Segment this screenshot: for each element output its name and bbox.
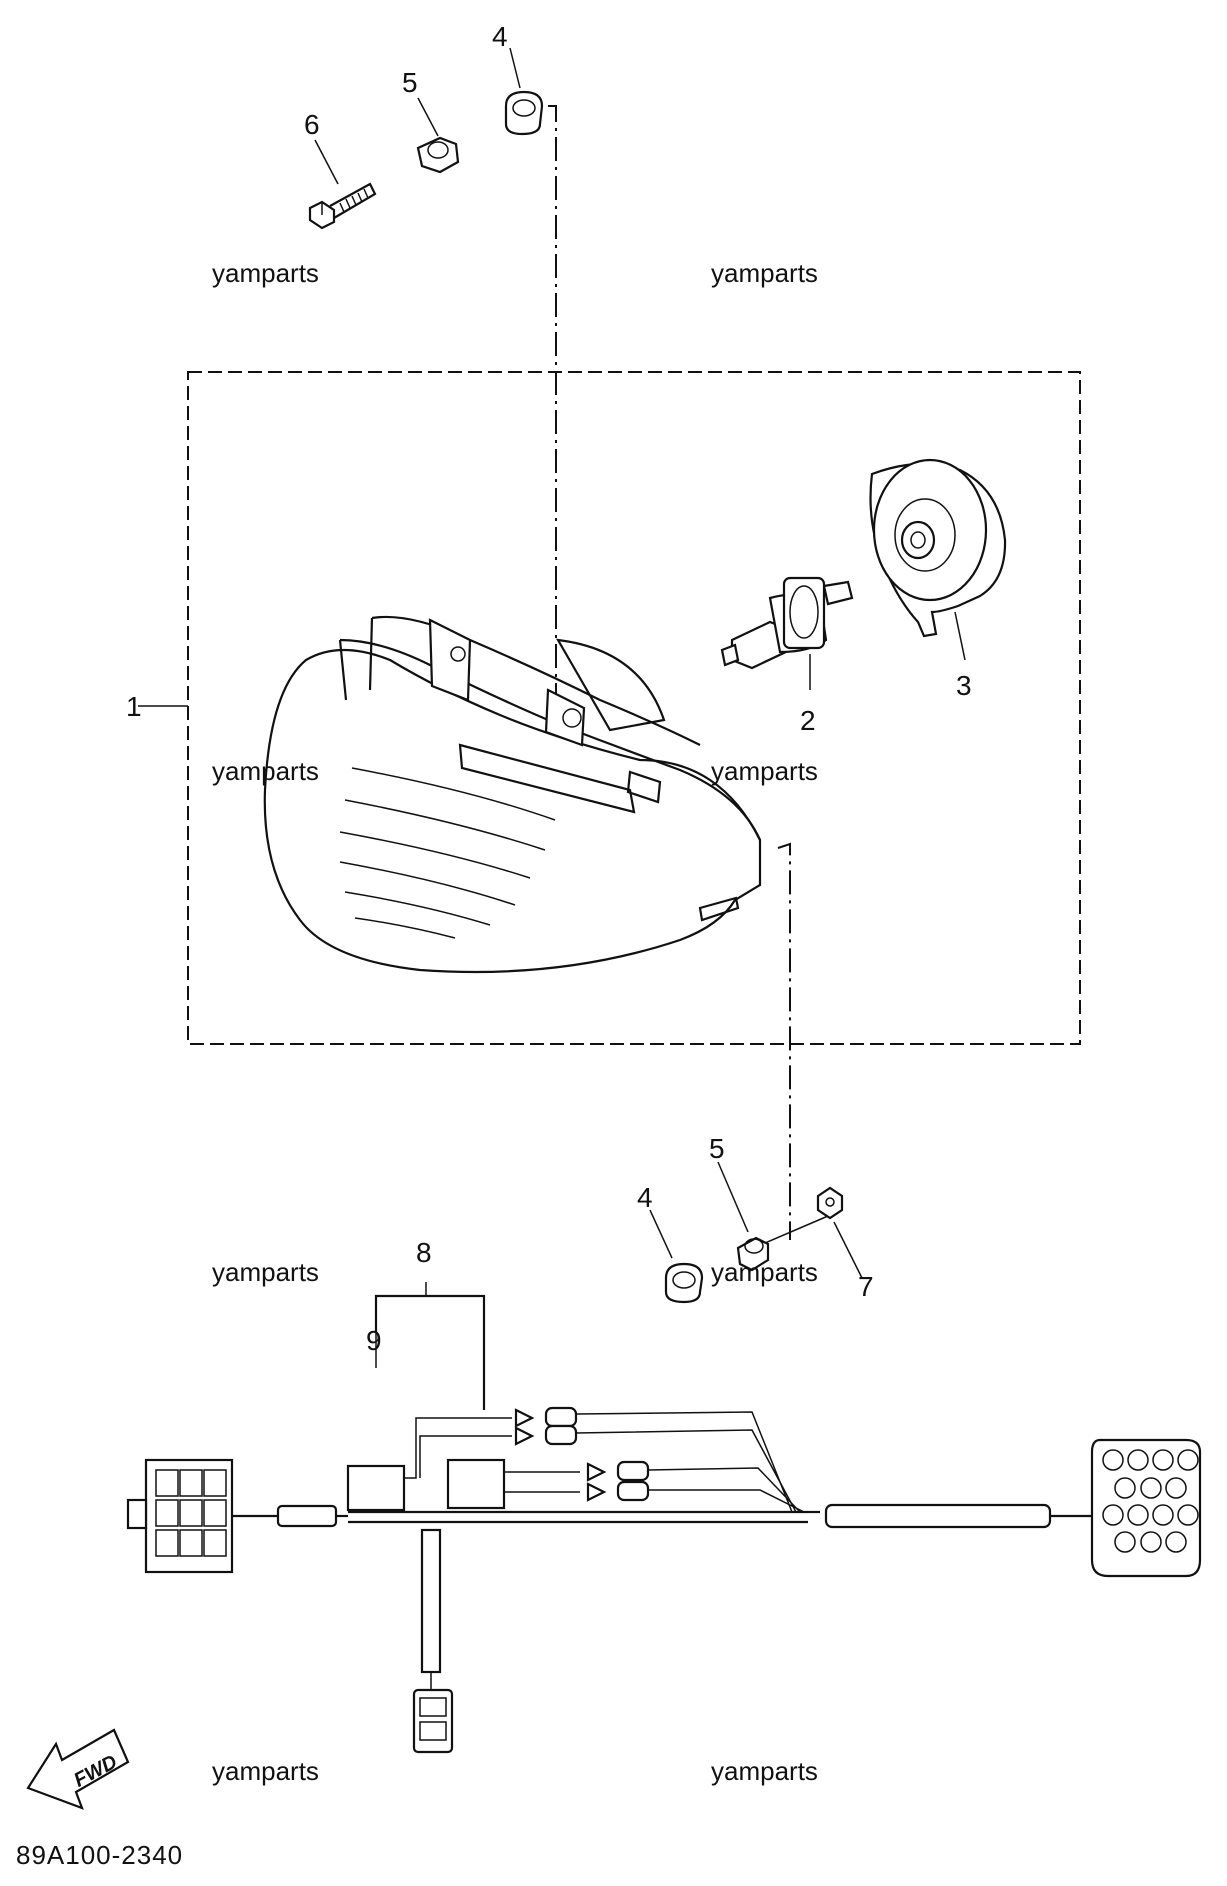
diagram-code: 89A100-2340 bbox=[16, 1840, 183, 1870]
leader-line-4-bottom bbox=[649, 1209, 673, 1259]
leader-line-4-top bbox=[509, 47, 521, 89]
assembly-line-bolt bbox=[757, 1215, 829, 1247]
grommet-part-4-top bbox=[504, 90, 544, 136]
leader-line-7 bbox=[833, 1221, 863, 1279]
callout-1: 1 bbox=[126, 691, 142, 722]
fwd-arrow-icon: FWD bbox=[26, 1728, 130, 1810]
callout-6: 6 bbox=[304, 109, 320, 140]
watermark-text: yamparts bbox=[212, 1257, 319, 1287]
watermark-text: yamparts bbox=[711, 756, 818, 786]
nut-part-7 bbox=[816, 1186, 844, 1220]
callout-4-top: 4 bbox=[492, 21, 508, 52]
callout-5-top: 5 bbox=[402, 67, 418, 98]
headlight-body bbox=[263, 615, 762, 974]
watermark-text: yamparts bbox=[212, 258, 319, 288]
collar-part-5-top bbox=[416, 136, 460, 174]
assembly-line-bottom bbox=[777, 842, 791, 1240]
watermark-text: yamparts bbox=[711, 1756, 818, 1786]
callout-4-bottom: 4 bbox=[637, 1182, 653, 1213]
watermark-text: yamparts bbox=[711, 1257, 818, 1287]
leader-line-5-top bbox=[417, 97, 439, 137]
callout-3: 3 bbox=[956, 670, 972, 701]
watermark-text: yamparts bbox=[212, 756, 319, 786]
leader-line-5-bottom bbox=[717, 1161, 749, 1233]
bolt-part-6 bbox=[308, 182, 377, 230]
grommet-part-4-bottom bbox=[664, 1262, 704, 1304]
assembly-box-1 bbox=[187, 371, 1081, 1045]
callout-7: 7 bbox=[858, 1271, 874, 1302]
callout-8: 8 bbox=[416, 1237, 432, 1268]
wire-harness-part-8 bbox=[126, 1282, 1202, 1754]
bulb-cover-part-3 bbox=[869, 458, 1007, 638]
leader-line-3 bbox=[954, 611, 966, 661]
callout-5-bottom: 5 bbox=[709, 1133, 725, 1164]
collar-part-5-bottom bbox=[736, 1236, 770, 1272]
leader-line-6 bbox=[314, 139, 339, 185]
watermark-text: yamparts bbox=[212, 1756, 319, 1786]
watermark-text: yamparts bbox=[711, 258, 818, 288]
callout-9: 9 bbox=[366, 1325, 382, 1356]
callout-2: 2 bbox=[800, 705, 816, 736]
assembly-line-top bbox=[548, 105, 557, 712]
bulb-part-2 bbox=[720, 576, 854, 670]
